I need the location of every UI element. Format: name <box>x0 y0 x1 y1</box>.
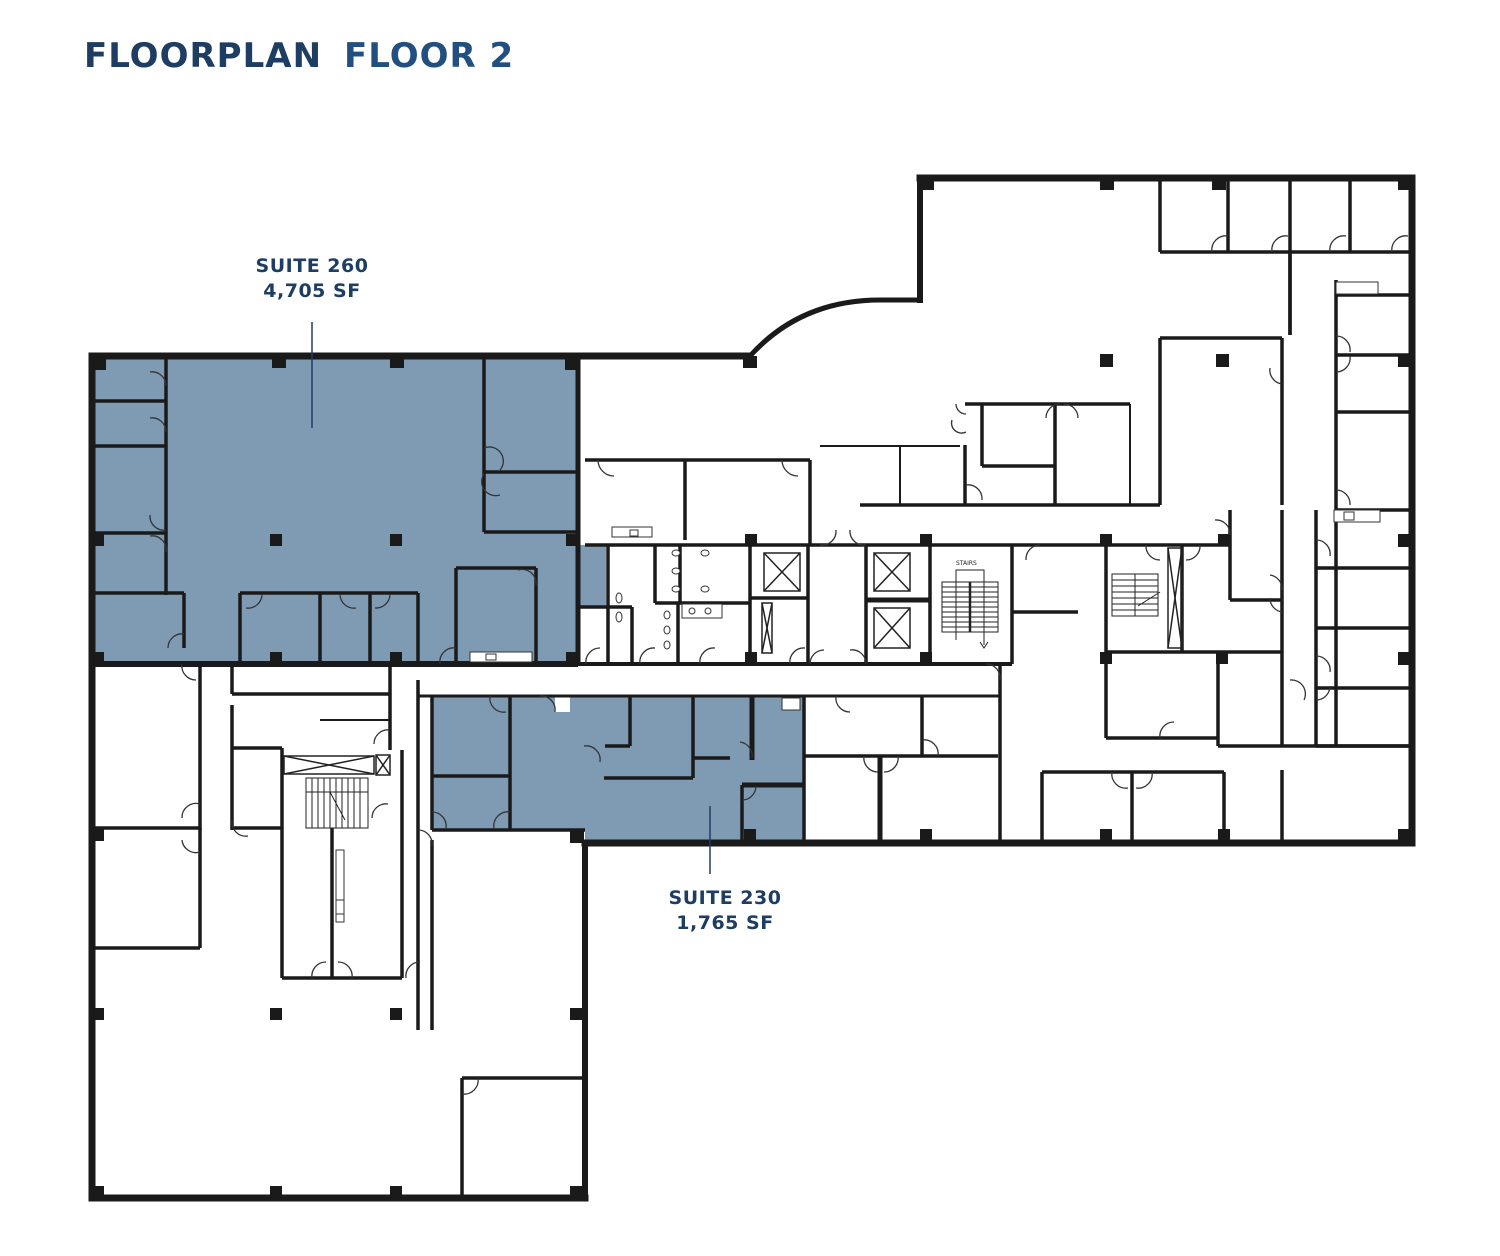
title-floorplan: FLOORPLAN <box>84 36 323 76</box>
suite-230-label[interactable]: SUITE 230 1,765 SF <box>635 886 815 936</box>
restroom-fixtures <box>335 281 1381 923</box>
exterior-walls <box>88 174 1416 1202</box>
title-floor-number: FLOOR 2 <box>344 36 515 76</box>
suite-230-name: SUITE 230 <box>668 887 782 909</box>
suite-230-area[interactable] <box>432 696 804 840</box>
page-title: FLOORPLAN FLOOR 2 <box>84 36 514 76</box>
stair-label: STAIRS <box>956 560 977 567</box>
door-swings <box>149 235 1409 1095</box>
suite-260-area: 4,705 SF <box>263 280 361 302</box>
elevators <box>283 547 1183 776</box>
interior-walls <box>92 178 1412 1198</box>
suite-260-name: SUITE 260 <box>255 255 369 277</box>
suite-260-label[interactable]: SUITE 260 4,705 SF <box>222 254 402 304</box>
suite-260-area[interactable] <box>92 356 606 664</box>
structural-columns <box>92 178 1412 1198</box>
stairs-icon <box>305 569 1161 829</box>
leader-lines <box>311 322 711 874</box>
suite-230-area: 1,765 SF <box>676 912 774 934</box>
